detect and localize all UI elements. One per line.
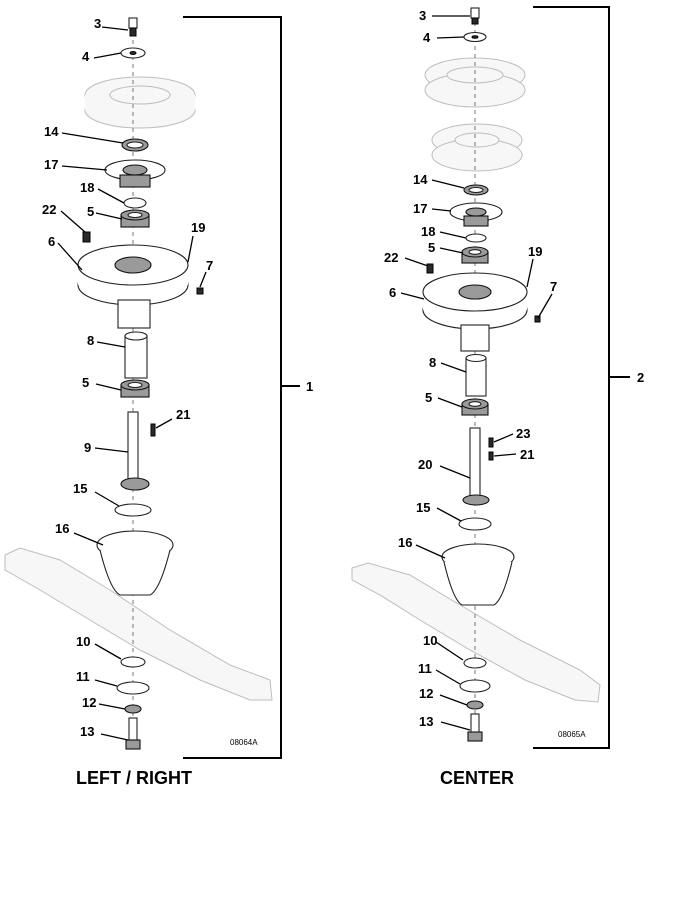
callout: 22 <box>42 202 56 217</box>
callout: 11 <box>418 661 432 676</box>
flange-17-center <box>449 202 503 227</box>
center-view: 3 4 14 17 18 5 22 19 6 7 8 5 23 21 20 15… <box>351 6 644 788</box>
shaft-collar-center <box>462 494 490 506</box>
callout: 7 <box>550 279 557 294</box>
callout: 10 <box>423 633 437 648</box>
key-21-center <box>488 451 494 461</box>
callouts-left: 3 4 14 17 18 22 5 19 6 7 8 5 21 9 15 16 … <box>42 16 313 747</box>
lockwasher-12-left <box>124 704 142 714</box>
view-title: LEFT / RIGHT <box>76 768 192 788</box>
callout: 6 <box>48 234 55 249</box>
bolt-3-shank-left <box>129 27 137 37</box>
bracket-1 <box>183 16 282 759</box>
callout: 19 <box>528 244 542 259</box>
blade-left <box>4 547 273 701</box>
leaders-left <box>57 26 207 741</box>
callout: 15 <box>416 500 430 515</box>
figure-code: 08064A <box>230 738 258 747</box>
bearing-5b-left <box>120 379 150 398</box>
bolt-3-center <box>470 7 480 19</box>
callout: 13 <box>80 724 94 739</box>
blade-center <box>351 562 601 703</box>
key-23-center <box>488 437 494 448</box>
callout: 14 <box>44 124 59 139</box>
shaft-collar-left <box>120 477 150 491</box>
callout: 5 <box>428 240 435 255</box>
callouts-center: 3 4 14 17 18 5 22 19 6 7 8 5 23 21 20 15… <box>384 8 644 739</box>
bracket-2 <box>533 6 610 749</box>
bolt-3-left <box>128 17 138 29</box>
callout: 3 <box>419 8 426 23</box>
pulley-left <box>84 76 196 129</box>
view-title: CENTER <box>440 768 514 788</box>
figure-code: 08065A <box>558 730 586 739</box>
bolt-13-left <box>128 717 138 741</box>
callout: 23 <box>516 426 530 441</box>
callout: 12 <box>82 695 96 710</box>
bearing-5b-center <box>461 398 489 416</box>
ring-18-center <box>465 233 487 243</box>
spacer-8-center <box>465 357 487 397</box>
callout: 17 <box>44 157 58 172</box>
callout: 21 <box>176 407 190 422</box>
washer-15-center <box>458 517 492 531</box>
washer-15-left <box>114 503 152 517</box>
callout: 15 <box>73 481 87 496</box>
spacer-8-left <box>124 335 148 379</box>
fitting-22-center <box>426 263 434 274</box>
callout: 8 <box>87 333 94 348</box>
leaders-center <box>400 15 553 731</box>
screw-7-left <box>196 287 204 295</box>
callout: 10 <box>76 634 90 649</box>
callout: 20 <box>418 457 432 472</box>
callout: 5 <box>425 390 432 405</box>
callout: 21 <box>520 447 534 462</box>
cup-16-left <box>96 530 174 596</box>
callout: 9 <box>84 440 91 455</box>
callout: 22 <box>384 250 398 265</box>
callout: 4 <box>423 30 431 45</box>
callout: 3 <box>94 16 101 31</box>
callout: 14 <box>413 172 428 187</box>
callout: 4 <box>82 49 90 64</box>
bearing-5a-left <box>120 209 150 228</box>
callout: 19 <box>191 220 205 235</box>
washer-10-left <box>120 656 146 668</box>
callout: 18 <box>421 224 435 239</box>
bearing-5a-center <box>461 246 489 264</box>
callout: 16 <box>398 535 412 550</box>
flange-17-left <box>104 159 166 188</box>
key-21-left <box>150 423 156 437</box>
assembly-number: 1 <box>306 379 313 394</box>
callout: 6 <box>389 285 396 300</box>
fitting-22-left <box>82 231 91 243</box>
shaft-20-center <box>469 427 481 499</box>
callout: 11 <box>76 669 90 684</box>
callout: 13 <box>419 714 433 729</box>
screw-7-center <box>534 315 541 323</box>
callout: 5 <box>87 204 94 219</box>
callout: 17 <box>413 201 427 216</box>
callout: 8 <box>429 355 436 370</box>
callout: 7 <box>206 258 213 273</box>
callout: 5 <box>82 375 89 390</box>
lockwasher-12-center <box>466 700 484 710</box>
washer-11-left <box>116 681 150 695</box>
assembly-number: 2 <box>637 370 644 385</box>
shaft-9-left <box>127 411 139 483</box>
bolt-13-center <box>470 713 480 735</box>
washer-11-center <box>459 679 491 693</box>
callout: 16 <box>55 521 69 536</box>
callout: 12 <box>419 686 433 701</box>
housing-6-center <box>422 272 528 352</box>
ring-18-left <box>123 197 147 209</box>
left-right-view: 3 4 14 17 18 22 5 19 6 7 8 5 21 9 15 16 … <box>4 16 313 788</box>
housing-6-left <box>77 244 189 329</box>
washer-10-center <box>463 657 487 669</box>
callout: 18 <box>80 180 94 195</box>
pulleys-center <box>424 57 526 172</box>
cup-16-center <box>441 543 515 606</box>
